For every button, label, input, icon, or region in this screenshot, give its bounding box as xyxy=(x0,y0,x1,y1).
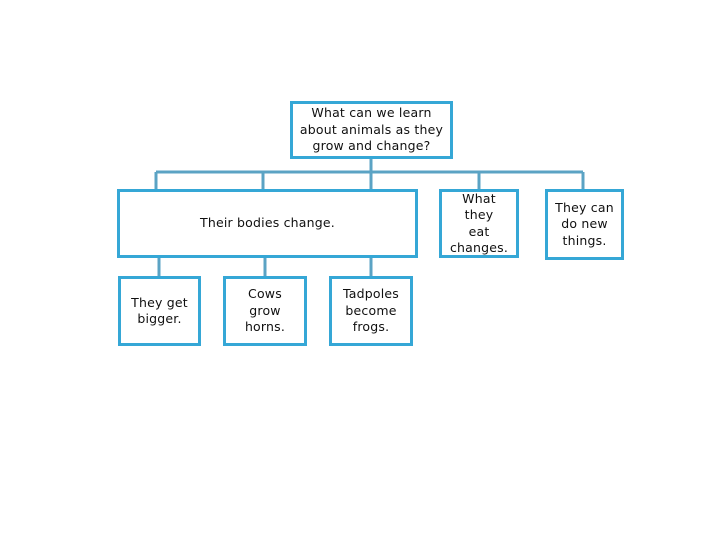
node-cows-grow-horns[interactable]: Cows grow horns. xyxy=(223,276,307,346)
node-bigger-label: They get bigger. xyxy=(131,294,188,327)
node-tadpoles-label: Tadpoles become frogs. xyxy=(342,286,400,335)
node-root-question[interactable]: What can we learn about animals as they … xyxy=(290,101,453,159)
node-eat-label: What they eat changes. xyxy=(449,190,509,256)
node-their-bodies-change[interactable]: Their bodies change. xyxy=(117,189,418,258)
node-tadpoles-become-frogs[interactable]: Tadpoles become frogs. xyxy=(329,276,413,346)
node-they-can-do-new-things[interactable]: They can do new things. xyxy=(545,189,624,260)
node-cows-label: Cows grow horns. xyxy=(244,286,286,335)
node-what-they-eat-changes[interactable]: What they eat changes. xyxy=(439,189,519,258)
node-they-get-bigger[interactable]: They get bigger. xyxy=(118,276,201,346)
node-bodies-label: Their bodies change. xyxy=(200,215,335,231)
node-root-label: What can we learn about animals as they … xyxy=(299,105,444,154)
node-newthings-label: They can do new things. xyxy=(555,199,614,248)
